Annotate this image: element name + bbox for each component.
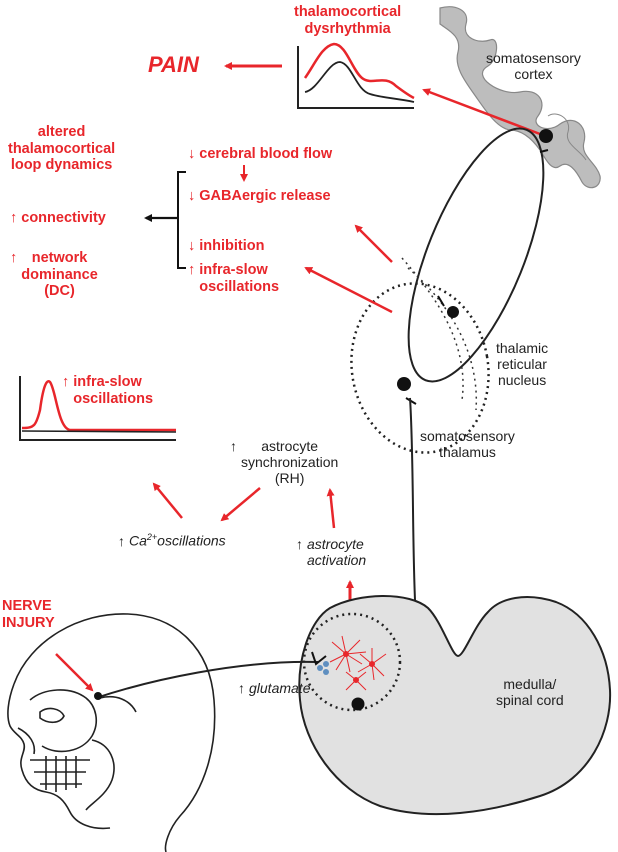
network-dominance-label: ↑network dominance (DC): [10, 250, 98, 300]
thalamocortical-loop: [407, 127, 545, 383]
thalamocortical-dysrhythmia-label: thalamocortical dysrhythmia: [294, 4, 402, 37]
somatosensory-thalamus-label: somatosensory thalamus: [420, 428, 515, 461]
reticular-nucleus-outline-b: [407, 267, 478, 411]
thalamic-reticular-nucleus-label: thalamic reticular nucleus: [496, 340, 549, 389]
nerve-injury-label: NERVE INJURY: [2, 598, 55, 631]
thalamic-neuron-icon: [397, 377, 411, 391]
somatosensory-cortex-label: somatosensory cortex: [486, 50, 581, 83]
altered-loop-label: altered thalamocortical loop dynamics: [8, 124, 116, 174]
down-arrow-icon: ↓: [188, 238, 196, 254]
skull-head-icon: [7, 613, 216, 852]
reticular-neuron-icon: [447, 306, 459, 318]
glutamate-label: ↑glutamate: [238, 680, 311, 696]
somatosensory-cortex-shape: [439, 6, 601, 189]
astrocyte-activation-label: ↑astrocyte activation: [296, 536, 367, 569]
up-arrow-icon: ↑: [10, 210, 18, 226]
trigeminal-ganglion-icon: [94, 692, 102, 700]
infra-slow-oscillations-inset-label: ↑infra-slow oscillations: [62, 374, 154, 407]
dysrhythmia-plot: [297, 42, 415, 109]
up-arrow-icon: ↑: [238, 680, 245, 696]
up-arrow-icon: ↑: [118, 532, 125, 549]
connectivity-label: ↑connectivity: [10, 210, 106, 226]
infra-slow-oscillations-top-label: ↑infra-slow oscillations: [188, 262, 280, 295]
inhibition-label: ↓inhibition: [188, 238, 265, 254]
ca-oscillations-label: ↑Ca2+oscillations: [118, 532, 226, 549]
spinal-cord-shape: [298, 595, 612, 816]
up-arrow-icon: ↑: [188, 262, 196, 278]
nerve-injury-arrow: [55, 653, 94, 692]
activation-to-sync-arrow: [326, 488, 336, 529]
down-arrow-icon: ↓: [188, 146, 196, 162]
pain-label: PAIN: [148, 52, 199, 77]
up-arrow-icon: ↑: [10, 250, 18, 266]
astrocyte-icon: [329, 635, 387, 691]
cortex-neuron-icon: [539, 129, 553, 143]
ca-to-plot-arrow: [152, 482, 183, 519]
infra-slow-plot: [19, 376, 177, 441]
cortex-to-plot-arrow: [422, 88, 541, 136]
primary-afferent-fiber: [95, 660, 319, 699]
effects-bracket: [177, 171, 186, 269]
medulla-spinal-cord-label: medulla/ spinal cord: [496, 676, 564, 709]
cerebral-blood-flow-label: ↓cerebral blood flow: [188, 146, 333, 162]
arrow-to-gaba: [354, 224, 393, 263]
arrow-to-inhibition: [304, 266, 393, 314]
astrocyte-synchronization-label: ↑astrocyte synchronization (RH): [230, 438, 339, 487]
up-arrow-icon: ↑: [296, 536, 303, 552]
up-arrow-icon: ↑: [62, 374, 70, 390]
sync-to-ca-arrow: [220, 487, 261, 522]
reticular-nucleus-outline-a: [401, 257, 464, 401]
down-arrow-icon: ↓: [188, 188, 196, 204]
up-arrow-icon: ↑: [230, 438, 237, 454]
spinal-neuron-icon: [351, 697, 365, 711]
somatosensory-thalamus-outline: [350, 282, 490, 454]
gabaergic-release-label: ↓GABAergic release: [188, 188, 331, 204]
